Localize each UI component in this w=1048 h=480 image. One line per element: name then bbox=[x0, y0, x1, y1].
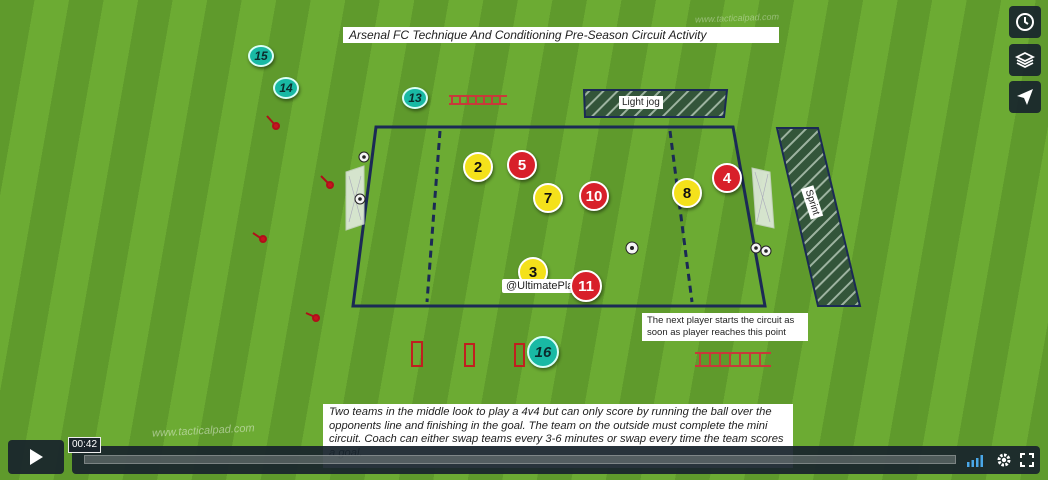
layers-icon bbox=[1015, 51, 1035, 69]
collections-button[interactable] bbox=[1009, 44, 1041, 76]
history-button[interactable] bbox=[1009, 6, 1041, 38]
handle-label: @UltimatePla bbox=[502, 279, 578, 293]
player-yellow-2: 2 bbox=[463, 152, 493, 182]
gear-icon bbox=[997, 453, 1011, 467]
volume-bars-icon bbox=[967, 455, 983, 467]
player-yellow-7: 7 bbox=[533, 183, 563, 213]
player-red-5: 5 bbox=[507, 150, 537, 180]
circuit-note: The next player starts the circuit as so… bbox=[642, 313, 808, 341]
play-icon bbox=[30, 449, 43, 465]
clock-icon bbox=[1016, 13, 1034, 31]
pitch-boundary bbox=[351, 125, 767, 308]
activity-title: Arsenal FC Technique And Conditioning Pr… bbox=[343, 27, 779, 43]
player-red-10: 10 bbox=[579, 181, 609, 211]
player-teal-14: 14 bbox=[273, 77, 299, 99]
current-time: 00:42 bbox=[68, 437, 102, 453]
player-red-11: 11 bbox=[570, 270, 602, 302]
light-jog-label: Light jog bbox=[619, 96, 663, 109]
player-yellow-8: 8 bbox=[672, 178, 702, 208]
volume-button[interactable] bbox=[966, 450, 986, 470]
right-goal bbox=[751, 167, 775, 229]
player-teal-13: 13 bbox=[402, 87, 428, 109]
paper-plane-icon bbox=[1017, 89, 1033, 105]
poles bbox=[252, 115, 334, 322]
right-dashed-line bbox=[668, 130, 694, 303]
agility-ladder-top bbox=[449, 95, 507, 105]
player-teal-15: 15 bbox=[248, 45, 274, 67]
fullscreen-button[interactable] bbox=[1017, 450, 1037, 470]
progress-track[interactable] bbox=[84, 455, 956, 464]
left-dashed-line bbox=[425, 130, 442, 303]
share-button[interactable] bbox=[1009, 81, 1041, 113]
fullscreen-icon bbox=[1020, 453, 1034, 467]
play-button[interactable] bbox=[8, 440, 64, 474]
settings-button[interactable] bbox=[994, 450, 1014, 470]
balls bbox=[354, 151, 772, 257]
agility-ladder-bottom bbox=[695, 352, 771, 367]
player-teal-16: 16 bbox=[527, 336, 559, 368]
player-red-4: 4 bbox=[712, 163, 742, 193]
mini-hurdles bbox=[411, 341, 525, 367]
